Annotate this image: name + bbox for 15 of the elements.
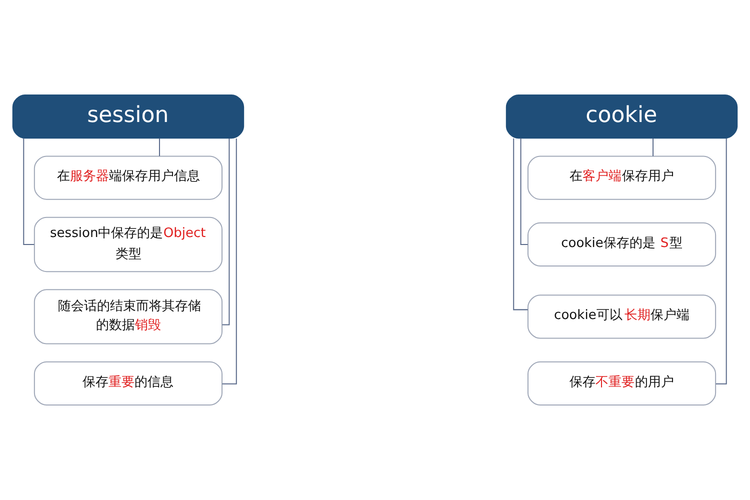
connector xyxy=(520,138,528,245)
node-box: 在服务器端保存用户信息 xyxy=(34,156,223,200)
node-box: cookie保存的是 S型 xyxy=(527,222,716,267)
node-box: 保存不重要的用户 xyxy=(527,361,716,406)
node-box: 保存重要的信息 xyxy=(34,361,223,406)
node-box: cookie xyxy=(506,94,738,139)
connector xyxy=(222,138,230,326)
node-box: 在客户端保存用户 xyxy=(527,156,716,200)
node-box: 随会话的结束而将其存储的数据销毁 xyxy=(34,289,223,344)
connector xyxy=(652,138,654,156)
connector xyxy=(158,138,160,156)
node-box: cookie可以长期保户端 xyxy=(527,294,716,339)
node-box: session中保存的是Object类型 xyxy=(34,216,223,272)
node-box: session xyxy=(12,94,244,139)
connector xyxy=(222,138,237,384)
